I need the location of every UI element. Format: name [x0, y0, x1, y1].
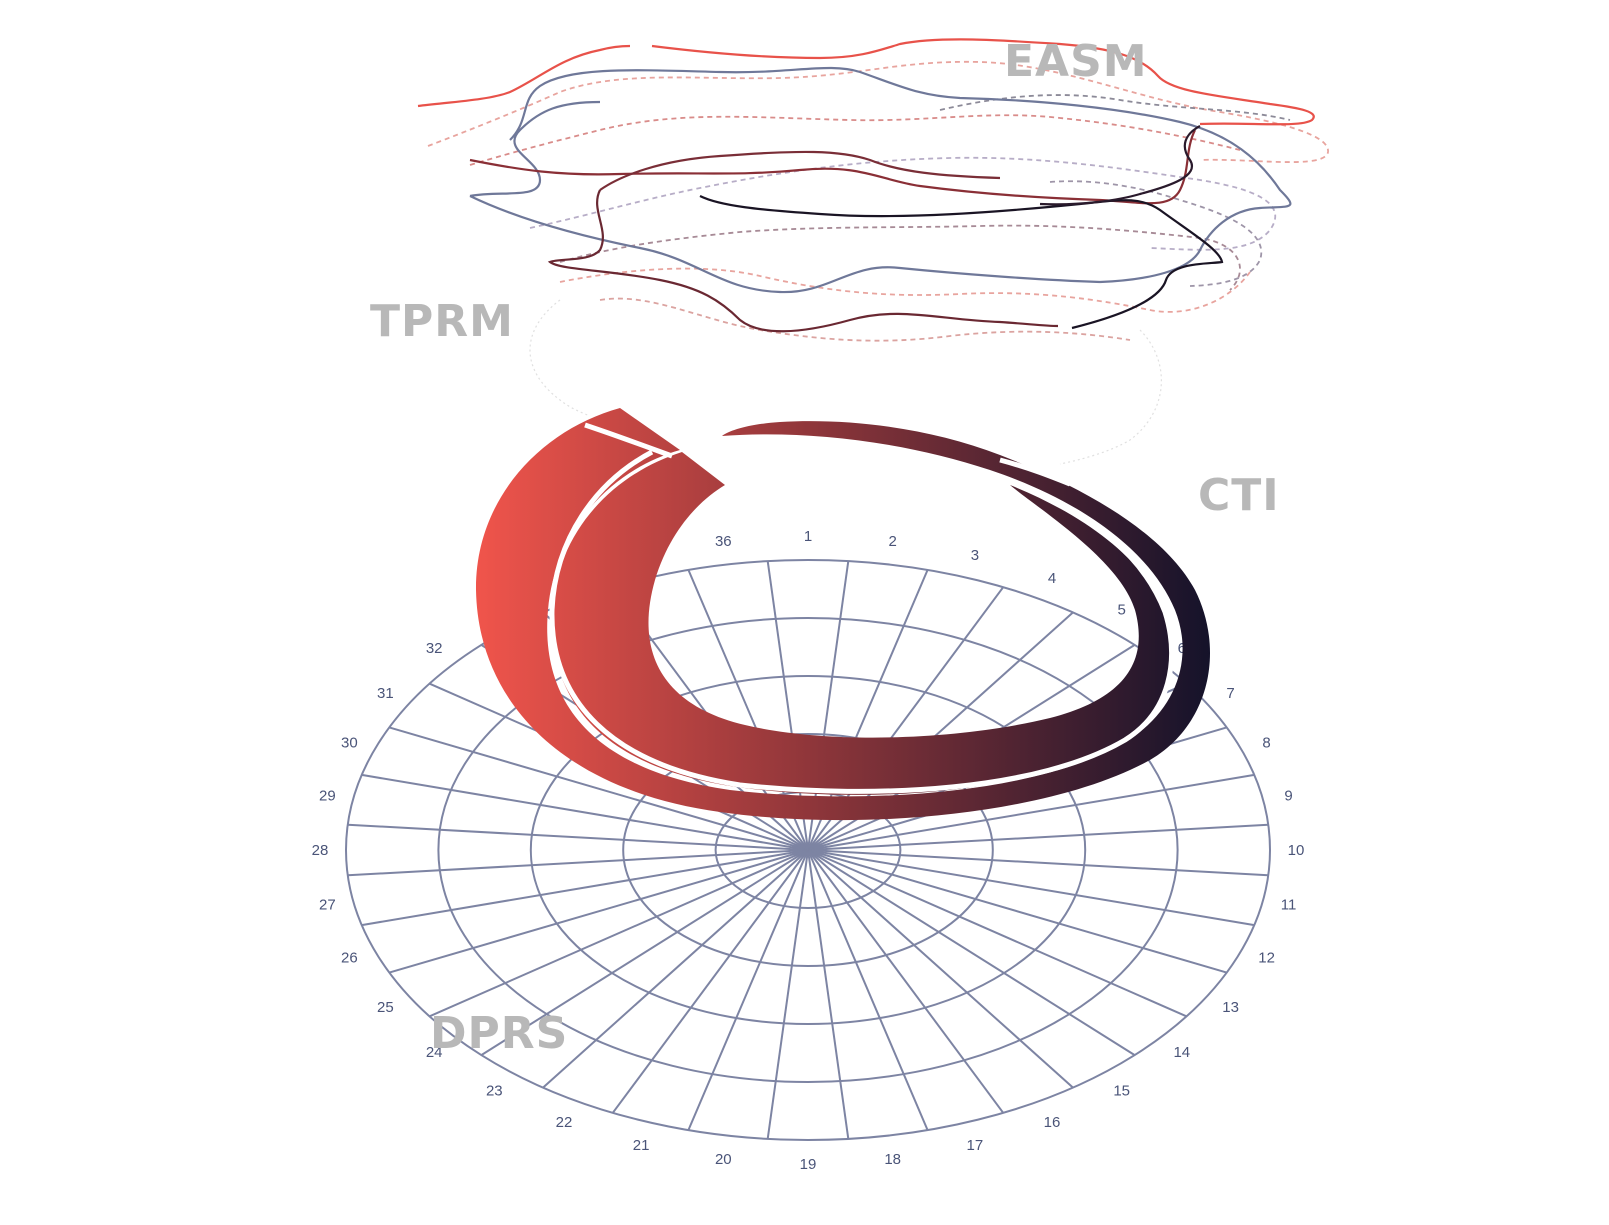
- polar-grid-tick-28: 28: [312, 842, 329, 859]
- polar-grid-tick-31: 31: [377, 685, 394, 702]
- polar-grid-tick-16: 16: [1044, 1114, 1061, 1131]
- contour-solid-maroon: [469, 129, 1196, 205]
- polar-grid-spoke: [347, 849, 809, 877]
- contour-dashed-7: [1049, 180, 1263, 287]
- polar-grid-tick-17: 17: [967, 1137, 984, 1154]
- polar-grid-rings: [345, 559, 1271, 1141]
- polar-grid-tick-32: 32: [426, 640, 443, 657]
- polar-grid-tick-15: 15: [1113, 1083, 1130, 1100]
- polar-grid-spoke: [542, 849, 809, 1089]
- polar-grid-spoke: [766, 849, 809, 1140]
- polar-grid-tick-1: 1: [804, 528, 812, 545]
- polar-grid-tick-30: 30: [341, 735, 358, 752]
- polar-grid-tick-6: 6: [1178, 640, 1186, 657]
- contour-solid-dark-2: [1039, 125, 1201, 206]
- polar-grid-spoke: [361, 849, 809, 927]
- contour-dashed-2: [469, 114, 1241, 166]
- polar-grid-ring: [529, 675, 1087, 1025]
- polar-grid-tick-24: 24: [426, 1044, 443, 1061]
- contour-dashed-5: [559, 267, 1251, 313]
- polar-grid-tick-14: 14: [1173, 1044, 1190, 1061]
- contour-solid-red: [417, 38, 1315, 126]
- contour-lines: [417, 38, 1329, 465]
- polar-grid-tick-4: 4: [1048, 570, 1056, 587]
- polar-grid-tick-12: 12: [1258, 949, 1275, 966]
- label-cti: CTI: [1198, 470, 1280, 521]
- contour-dashed-1: [427, 60, 1329, 163]
- polar-grid-spoke: [807, 849, 1136, 1056]
- polar-grid-tick-29: 29: [319, 788, 336, 805]
- contour-solid-slate-3: [469, 195, 1101, 294]
- polar-grid-tick-7: 7: [1226, 685, 1234, 702]
- polar-grid-spoke: [361, 773, 809, 851]
- polar-grid-spoke: [480, 849, 809, 1056]
- contour-solid-slate-2: [469, 100, 601, 198]
- polar-grid-tick-11: 11: [1281, 897, 1297, 914]
- polar-grid-tick-3: 3: [971, 547, 979, 564]
- polar-grid-spoke: [807, 823, 1269, 851]
- contour-solid-maroon-3: [547, 189, 1059, 333]
- contour-solid-maroon-2: [599, 150, 1001, 191]
- label-easm: EASM: [1004, 36, 1148, 87]
- polar-grid-tick-18: 18: [884, 1151, 901, 1168]
- polar-grid-tick-22: 22: [556, 1114, 573, 1131]
- contour-dashed-3: [529, 156, 1277, 251]
- polar-grid-spoke: [807, 849, 929, 1131]
- polar-grid-tick-25: 25: [377, 999, 394, 1016]
- polar-grid-tick-13: 13: [1222, 999, 1239, 1016]
- polar-grid-tick-27: 27: [319, 897, 336, 914]
- polar-grid-tick-26: 26: [341, 949, 358, 966]
- connector-right: [1059, 329, 1162, 465]
- connector-left: [529, 299, 591, 417]
- polar-grid-spoke: [807, 849, 1074, 1089]
- polar-grid-ring: [437, 617, 1179, 1083]
- polar-grid-tick-10: 10: [1288, 842, 1305, 859]
- polar-grid-tick-21: 21: [633, 1137, 650, 1154]
- polar-grid-ring: [345, 559, 1271, 1141]
- polar-grid-tick-8: 8: [1262, 735, 1270, 752]
- polar-grid-spoke: [807, 849, 1005, 1114]
- polar-grid-spoke: [389, 849, 809, 974]
- polar-grid-spoke: [807, 849, 1269, 877]
- polar-grid-tick-2: 2: [889, 533, 897, 550]
- polar-grid-spoke: [611, 849, 809, 1114]
- polar-grid-tick-36: 36: [715, 533, 732, 550]
- polar-grid-spoke: [429, 849, 809, 1018]
- polar-grid-spoke: [347, 823, 809, 851]
- polar-grid-spoke: [807, 849, 850, 1140]
- polar-grid-tick-19: 19: [800, 1156, 817, 1173]
- polar-grid-spoke: [807, 849, 1227, 974]
- polar-grid-spoke: [687, 849, 809, 1131]
- ribbon-separator: [549, 422, 1174, 794]
- ribbon-outer-band: [475, 408, 1210, 821]
- polar-grid-tick-20: 20: [715, 1151, 732, 1168]
- label-dprs: DPRS: [430, 1008, 568, 1059]
- label-tprm: TPRM: [370, 296, 514, 347]
- polar-grid-spoke: [807, 849, 1187, 1018]
- polar-grid-spoke: [807, 849, 1255, 927]
- polar-grid-tick-5: 5: [1118, 602, 1126, 619]
- polar-grid-tick-23: 23: [486, 1083, 503, 1100]
- contour-dashed-6: [599, 297, 1131, 342]
- contour-solid-dark: [699, 195, 1224, 330]
- contour-solid-slate: [509, 66, 1292, 284]
- polar-grid-ring: [622, 733, 994, 967]
- polar-grid-spoke: [807, 773, 1255, 851]
- ribbon-ring: [475, 408, 1210, 821]
- polar-grid-tick-9: 9: [1284, 788, 1292, 805]
- polar-grid-spoke: [389, 726, 809, 851]
